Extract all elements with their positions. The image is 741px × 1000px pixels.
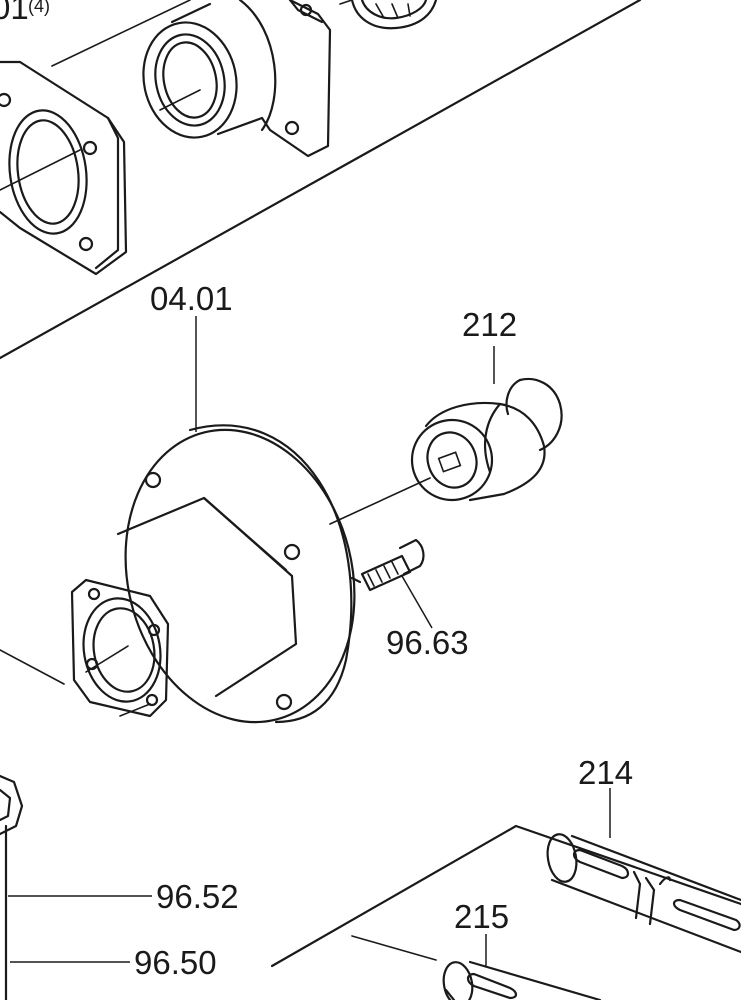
top-assembly: 01 (4) [0, 0, 642, 360]
top-axis-line [51, 0, 191, 67]
shaft-214: 214 [546, 754, 741, 954]
flange-housing: 04.01 [0, 280, 431, 724]
leader-96-63 [401, 575, 433, 629]
screw-96-63: 96.63 [350, 538, 469, 661]
bearing-housing [142, 0, 332, 158]
bushing-212: 212 [410, 306, 563, 502]
callout-96-52: 96.52 [156, 878, 239, 915]
callout-04-01: 04.01 [150, 280, 233, 317]
section-boundary-line [0, 0, 642, 360]
square-flange-plate [0, 60, 128, 276]
callout-96-50: 96.50 [134, 944, 217, 981]
callout-215: 215 [454, 898, 509, 935]
callout-214: 214 [578, 754, 633, 791]
shaft-215: 215 [442, 898, 602, 1000]
roller-bearing-fragment [339, 0, 438, 30]
shafts: 214 215 [270, 754, 741, 1000]
shaft-plane-outline [270, 824, 741, 968]
callout-top-partial-superscript: (4) [28, 0, 50, 16]
shaft-axis-line [329, 477, 431, 525]
callout-212: 212 [462, 306, 517, 343]
base-line-left [0, 649, 65, 685]
callout-top-partial: 01 [0, 0, 29, 26]
callout-96-63: 96.63 [386, 624, 469, 661]
hex-part-lower-left: 96.52 96.50 [0, 774, 239, 1000]
